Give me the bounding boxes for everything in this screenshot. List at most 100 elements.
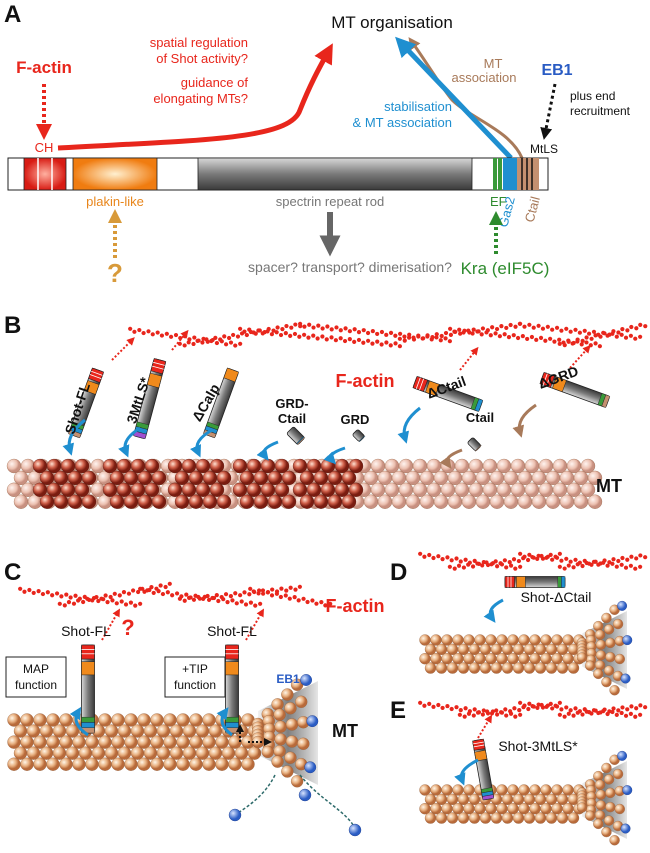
actin-monomer [293, 587, 298, 592]
bound-tubulin-bead [137, 494, 153, 509]
actin-monomer [584, 335, 589, 340]
actin-monomer [568, 708, 573, 713]
tubulin-bead [46, 713, 60, 727]
tubulin-bead [412, 482, 428, 497]
actin-monomer [616, 558, 621, 564]
tubulin-bead [98, 713, 112, 727]
actin-monomer [602, 558, 607, 563]
actin-monomer [133, 603, 138, 608]
plakin-label: plakin-like [86, 194, 144, 209]
tubulin-bead [169, 746, 184, 760]
protofilament-bead [594, 810, 606, 821]
actin-monomer [543, 338, 548, 343]
map-function-line2: function [15, 678, 57, 692]
actin-monomer [168, 334, 174, 339]
actin-monomer [256, 328, 261, 333]
actin-monomer [347, 329, 352, 334]
protofilament-bead [593, 770, 604, 782]
bound-tubulin-bead [313, 470, 329, 486]
actin-monomer [167, 581, 172, 586]
actin-monomer [540, 705, 546, 710]
actin-monomer [497, 334, 502, 339]
gas2-domain [503, 158, 517, 190]
bound-tubulin-bead [253, 494, 269, 509]
actin-monomer [325, 324, 330, 329]
actin-monomer [580, 563, 585, 569]
tubulin-bead [501, 662, 514, 674]
actin-monomer [470, 564, 476, 569]
actin-monomer [557, 341, 562, 346]
grd-ctail-line2: Ctail [278, 411, 306, 426]
actin-monomer [638, 564, 643, 569]
tubulin-bead [6, 458, 22, 474]
tubulin-bead [202, 757, 216, 771]
actin-monomer [457, 712, 462, 717]
actin-monomer [458, 708, 463, 713]
bound-tubulin-bead [348, 482, 364, 497]
spectrin-rod-domain [197, 157, 473, 191]
actin-monomer [128, 600, 134, 605]
shot-fl-left-label: Shot-FL [61, 623, 111, 639]
tubulin-bead [517, 470, 533, 486]
bound-tubulin-bead [348, 458, 364, 474]
tubulin-bead [195, 746, 210, 760]
tubulin-bead [452, 803, 464, 815]
tubulin-bead [523, 793, 536, 805]
protofilament-bead [603, 774, 615, 785]
actin-monomer [593, 559, 598, 564]
actin-monomer [297, 334, 302, 339]
tubulin-bead [435, 812, 448, 824]
protofilament-bead [284, 702, 297, 715]
tubulin-bead [463, 803, 475, 815]
actin-monomer [142, 589, 147, 594]
actin-monomer [108, 594, 113, 600]
actin-monomer [607, 560, 612, 565]
tubulin-bead [228, 757, 242, 771]
ch-domain [504, 576, 515, 588]
actin-monomer [85, 596, 90, 601]
tubulin-bead [419, 784, 431, 796]
actin-monomer [481, 708, 486, 713]
actin-monomer [462, 714, 467, 719]
actin-monomer [633, 566, 638, 571]
actin-monomer [597, 344, 602, 349]
tubulin-bead [540, 784, 552, 796]
actin-monomer [452, 329, 457, 334]
actin-monomer [418, 700, 423, 705]
actin-monomer [242, 590, 247, 595]
actin-monomer [623, 713, 629, 718]
actin-monomer [448, 326, 453, 331]
ch-domain [81, 644, 95, 660]
protofilament-bead [261, 745, 274, 758]
actin-monomer [121, 590, 127, 595]
protofilament-bead [271, 755, 284, 768]
shot-3mtls-label-e: Shot-3MtLS* [498, 738, 578, 754]
bound-tubulin-bead [299, 494, 315, 509]
tubulin-bead [490, 812, 503, 824]
tubulin-bead [559, 470, 575, 486]
actin-monomer [57, 601, 62, 606]
bound-tubulin-bead [274, 458, 290, 474]
actin-monomer [258, 601, 263, 606]
actin-monomer [366, 338, 371, 343]
tubulin-bead [552, 482, 568, 497]
actin-monomer [54, 591, 60, 596]
actin-monomer [279, 586, 284, 591]
actin-monomer [247, 327, 252, 332]
ctail-construct-b [467, 437, 482, 452]
tubulin-bead [221, 746, 236, 760]
tubulin-bead [363, 494, 379, 509]
actin-monomer [137, 327, 142, 333]
actin-monomer [518, 712, 523, 717]
actin-monomer [205, 593, 210, 599]
eb1-protein [306, 715, 319, 728]
actin-monomer [531, 704, 536, 709]
actin-monomer [406, 335, 412, 340]
tubulin-bead [46, 735, 60, 749]
actin-monomer [611, 557, 616, 562]
actin-monomer [228, 340, 234, 345]
shot-fl-construct-c-left [81, 644, 95, 734]
protofilament-bead [601, 826, 612, 838]
bound-tubulin-bead [167, 458, 183, 474]
bound-tubulin-bead [239, 470, 255, 486]
